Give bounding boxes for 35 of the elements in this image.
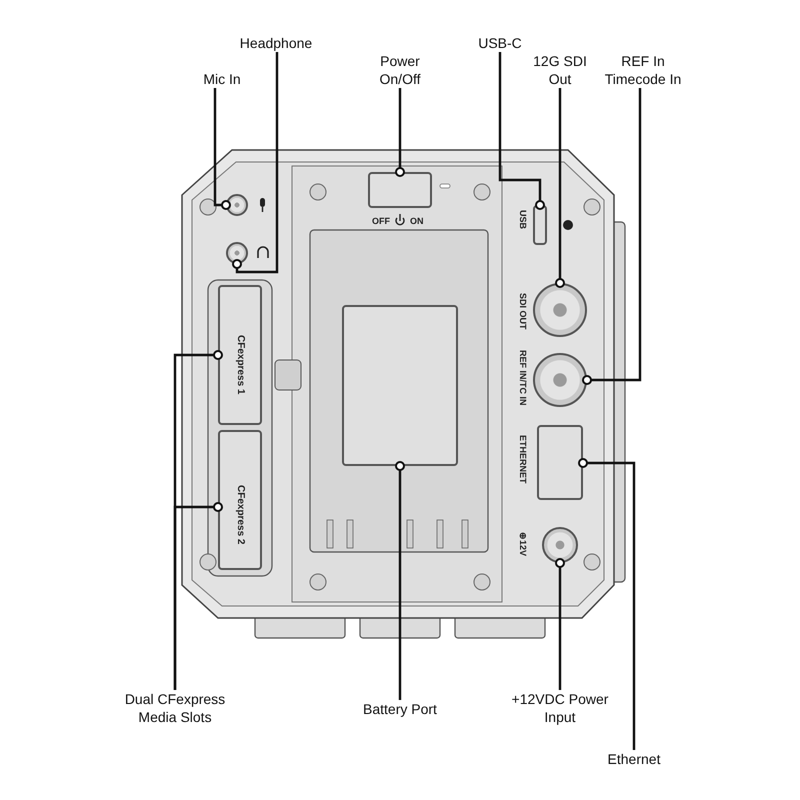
callout-label: Power On/Off xyxy=(360,52,440,88)
callout-label: REF In Timecode In xyxy=(598,52,688,88)
panel-label: USB xyxy=(518,210,528,230)
panel-label: SDI OUT xyxy=(518,293,528,330)
leader-line xyxy=(174,502,223,690)
card-slot xyxy=(218,430,262,570)
ethernet-port xyxy=(537,425,583,500)
panel-label: CFexpress 2 xyxy=(235,485,246,544)
callout-label: 12G SDI Out xyxy=(525,52,595,88)
callout-label: Ethernet xyxy=(594,750,674,768)
card-slot xyxy=(218,285,262,425)
panel-label: OFF xyxy=(372,216,390,226)
panel-label: REF IN/TC IN xyxy=(518,350,528,406)
leader-line xyxy=(232,52,278,274)
callout-label: Mic In xyxy=(182,70,262,88)
battery-plate-panel xyxy=(342,305,458,466)
usb-port xyxy=(533,205,547,245)
panel-label: ON xyxy=(410,216,424,226)
panel-label: ETHERNET xyxy=(518,435,528,484)
callout-label: +12VDC Power Input xyxy=(510,690,610,726)
leader-line xyxy=(555,88,565,288)
leader-line xyxy=(214,88,231,210)
leader-line xyxy=(395,461,405,700)
power-switch xyxy=(368,172,432,208)
callout-label: Battery Port xyxy=(335,700,465,718)
leader-line xyxy=(498,52,545,210)
panel-label: ⊕12V xyxy=(518,532,528,556)
leader-line xyxy=(395,88,405,177)
callout-label: Dual CFexpress Media Slots xyxy=(120,690,230,726)
leader-line xyxy=(555,558,565,690)
panel-label: CFexpress 1 xyxy=(235,335,246,394)
callout-label: USB-C xyxy=(465,34,535,52)
leader-line xyxy=(578,458,636,750)
callout-label: Headphone xyxy=(226,34,326,52)
leader-line xyxy=(582,88,642,385)
